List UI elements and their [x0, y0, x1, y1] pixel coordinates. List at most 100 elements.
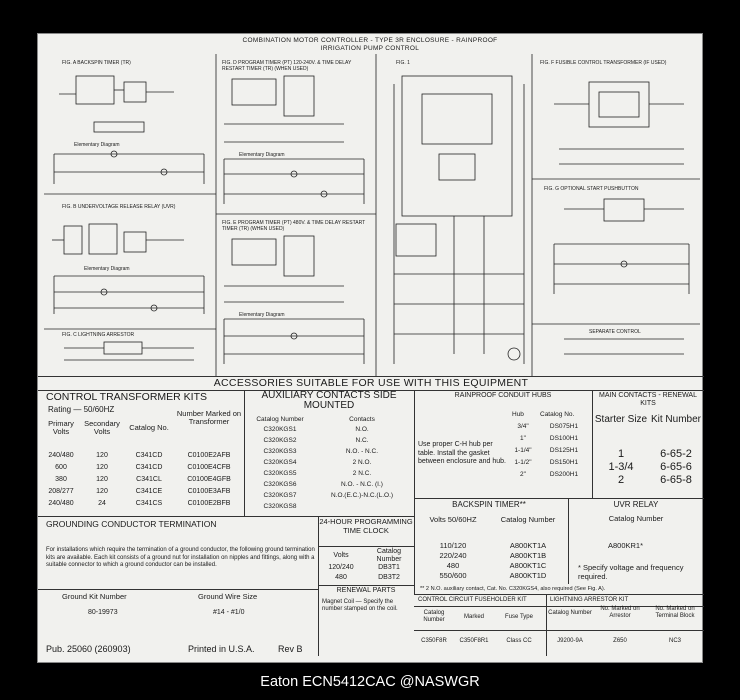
ground-kit-header: Ground Kit Number — [62, 592, 127, 601]
mc-header-kit: Kit Number — [650, 414, 701, 425]
backspin-header-volts: Volts 50/60HZ — [429, 515, 477, 524]
arr-catalog: J9200-9A — [557, 638, 583, 644]
arrestor-title: LIGHTNING ARRESTOR KIT — [550, 597, 629, 603]
aux-catalog-cell: C320KGS5 — [263, 470, 297, 477]
renewal-text: Magnet Coil — Specify the number stamped… — [322, 599, 398, 612]
arr-header-block: No. Marked on Terminal Block — [655, 606, 695, 619]
fig-b-title: FIG. B UNDERVOLTAGE RELEASE RELAY (UVR) — [62, 204, 176, 210]
ct-cell: C0100E2BFB — [187, 500, 231, 507]
aux-contacts-cell: N.C. — [355, 437, 369, 444]
arr-arrestor: Z650 — [613, 638, 627, 644]
sheet-header: COMBINATION MOTOR CONTROLLER - TYPE 3R E… — [38, 37, 702, 53]
wiring-diagrams: FIG. A BACKSPIN TIMER (TR) Elementary Di… — [44, 54, 700, 409]
programming-title: 24-HOUR PROGRAMMING TIME CLOCK — [319, 517, 413, 535]
ct-header-primary: Primary Volts — [48, 419, 74, 437]
hub-size-cell: 2" — [520, 471, 526, 478]
aux-catalog-cell: C320KGS4 — [263, 459, 297, 466]
prog-header-volts: Volts — [333, 552, 349, 559]
conduit-header-hub: Hub — [512, 411, 524, 418]
label-sheet: COMBINATION MOTOR CONTROLLER - TYPE 3R E… — [37, 33, 704, 663]
header-line-2: IRRIGATION PUMP CONTROL — [320, 45, 420, 52]
ct-cell: C341CS — [135, 500, 163, 507]
main-contacts-title: MAIN CONTACTS - RENEWAL KITS — [598, 392, 697, 407]
separate-control-label: SEPARATE CONTROL — [589, 329, 641, 335]
ct-cell: 380 — [55, 476, 67, 483]
hub-size-cell: 1-1/2" — [514, 459, 532, 466]
fuse-header-type: Fuse Type — [505, 614, 533, 620]
ct-cell: C0100E4CFB — [187, 464, 231, 471]
prog-header-catalog: Catalog Number — [376, 548, 402, 563]
aux-catalog-cell: C320KGS7 — [263, 492, 297, 499]
ct-cell: C341CD — [135, 452, 163, 459]
aux-catalog-cell: C320KGS1 — [263, 426, 297, 433]
ct-cell: C341CL — [136, 476, 162, 483]
renewal-title: RENEWAL PARTS — [336, 587, 396, 594]
aux-catalog-cell: C320KGS3 — [263, 448, 297, 455]
hub-catalog-cell: DS200H1 — [549, 471, 579, 478]
ct-cell: 208/277 — [48, 488, 74, 495]
hub-size-cell: 1-1/4" — [514, 447, 532, 454]
ground-wire-size: #14 - #1/0 — [213, 609, 245, 616]
ground-wire-header: Ground Wire Size — [198, 592, 258, 601]
fig-f-title: FIG. F FUSIBLE CONTROL TRANSFORMER (IF U… — [540, 60, 667, 66]
aux-contacts-cell: N.O. — [355, 426, 369, 433]
prog-volts-cell: 480 — [335, 574, 347, 581]
bs-volts-cell: 550/600 — [439, 571, 467, 580]
fig-e-subtitle: Elementary Diagram — [239, 312, 285, 318]
mc-size-cell: 1-3/4 — [608, 461, 634, 473]
aux-contacts-cell: N.O.(E.C.)-N.C.(L.O.) — [330, 492, 394, 499]
arr-block: NC3 — [668, 638, 681, 644]
ct-cell: C0100E4GFB — [187, 476, 231, 483]
ct-cell: C341CD — [135, 464, 163, 471]
auxiliary-title: AUXILIARY CONTACTS SIDE MOUNTED — [261, 390, 397, 411]
ct-cell: 120 — [96, 476, 108, 483]
aux-header-contacts: Contacts — [349, 416, 375, 423]
fig-1-title: FIG. 1 — [396, 60, 410, 66]
prog-catalog-cell: DB3T1 — [378, 564, 400, 571]
ct-cell: 120 — [96, 464, 108, 471]
conduit-note: Use proper C-H hub per table. Install th… — [418, 441, 506, 465]
aux-header-catalog: Catalog Number — [256, 416, 304, 423]
bs-catalog-cell: A800KT1B — [509, 551, 547, 560]
printed-in: Printed in U.S.A. — [188, 644, 255, 654]
control-transformer-title: CONTROL TRANSFORMER KITS — [46, 391, 208, 403]
ct-header-marked: Number Marked on Transformer — [176, 409, 242, 427]
ct-cell: 120 — [96, 488, 108, 495]
hub-catalog-cell: DS150H1 — [549, 459, 579, 466]
aux-contacts-cell: 2 N.C. — [352, 470, 372, 477]
backspin-footnote: ** 2 N.O. auxiliary contact, Cat. No. C3… — [420, 586, 606, 592]
bs-volts-cell: 480 — [446, 561, 460, 570]
wiring-diagram-drawing — [44, 54, 700, 376]
hub-size-cell: 3/4" — [517, 423, 529, 430]
grounding-text: For installations which require the term… — [46, 547, 315, 568]
hub-catalog-cell: DS100H1 — [549, 435, 579, 442]
fuse-type: Class CC — [506, 638, 532, 644]
fig-c-title: FIG. C LIGHTNING ARRESTOR — [62, 332, 135, 338]
hub-catalog-cell: DS075H1 — [549, 423, 579, 430]
ct-cell: C0100E2AFB — [187, 452, 231, 459]
bs-catalog-cell: A800KT1D — [509, 571, 547, 580]
fig-d-subtitle: Elementary Diagram — [239, 152, 285, 158]
mc-kit-cell: 6-65-8 — [660, 474, 692, 486]
control-transformer-rating: Rating — 50/60HZ — [48, 405, 115, 414]
revision: Rev B — [278, 644, 303, 654]
aux-catalog-cell: C320KGS2 — [263, 437, 297, 444]
ct-header-secondary: Secondary Volts — [84, 419, 120, 437]
ct-cell: 120 — [96, 452, 108, 459]
header-line-1: COMBINATION MOTOR CONTROLLER - TYPE 3R E… — [242, 37, 498, 44]
accessories-title: ACCESSORIES SUITABLE FOR USE WITH THIS E… — [213, 377, 529, 389]
aux-contacts-cell: N.O. - N.C. — [345, 448, 379, 455]
uvr-title: UVR RELAY — [613, 500, 659, 509]
conduit-title: RAINPROOF CONDUIT HUBS — [454, 392, 552, 399]
hub-size-cell: 1" — [520, 435, 526, 442]
mc-size-cell: 2 — [617, 474, 625, 486]
backspin-header-catalog: Catalog Number — [500, 515, 556, 524]
fig-a-title: FIG. A BACKSPIN TIMER (TR) — [62, 60, 131, 66]
ct-cell: 24 — [98, 500, 106, 507]
bs-volts-cell: 110/120 — [439, 541, 467, 550]
aux-contacts-cell: N.O. - N.C. (I.) — [341, 481, 383, 488]
ground-kit-number: 80-19973 — [88, 609, 118, 616]
fig-b-subtitle: Elementary Diagram — [84, 266, 130, 272]
mc-header-size: Starter Size — [594, 414, 648, 425]
mc-size-cell: 1 — [617, 448, 625, 460]
